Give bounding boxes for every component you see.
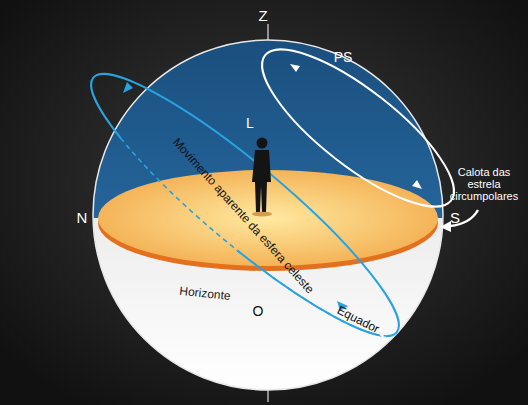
sphere-outline bbox=[93, 40, 443, 390]
west-label: O bbox=[253, 304, 264, 319]
sky-hemisphere bbox=[93, 40, 443, 218]
south-label: S bbox=[450, 210, 460, 227]
callout-note: Calota das estrela circumpolares bbox=[444, 166, 524, 202]
pole-label: PS bbox=[334, 50, 353, 65]
circumpolar-circle bbox=[242, 25, 475, 230]
arrowhead bbox=[290, 64, 300, 72]
observer-label: L bbox=[246, 116, 254, 131]
celestial-equator bbox=[68, 47, 423, 363]
zenith-label: Z bbox=[258, 8, 267, 25]
arrowhead bbox=[123, 82, 133, 93]
arrowhead bbox=[440, 221, 451, 232]
observer bbox=[252, 138, 272, 217]
nadir-axis bbox=[267, 390, 268, 402]
zenith-axis bbox=[267, 24, 268, 40]
arrowhead bbox=[412, 180, 422, 189]
callout-arrow bbox=[450, 210, 478, 226]
north-label: N bbox=[77, 210, 88, 227]
